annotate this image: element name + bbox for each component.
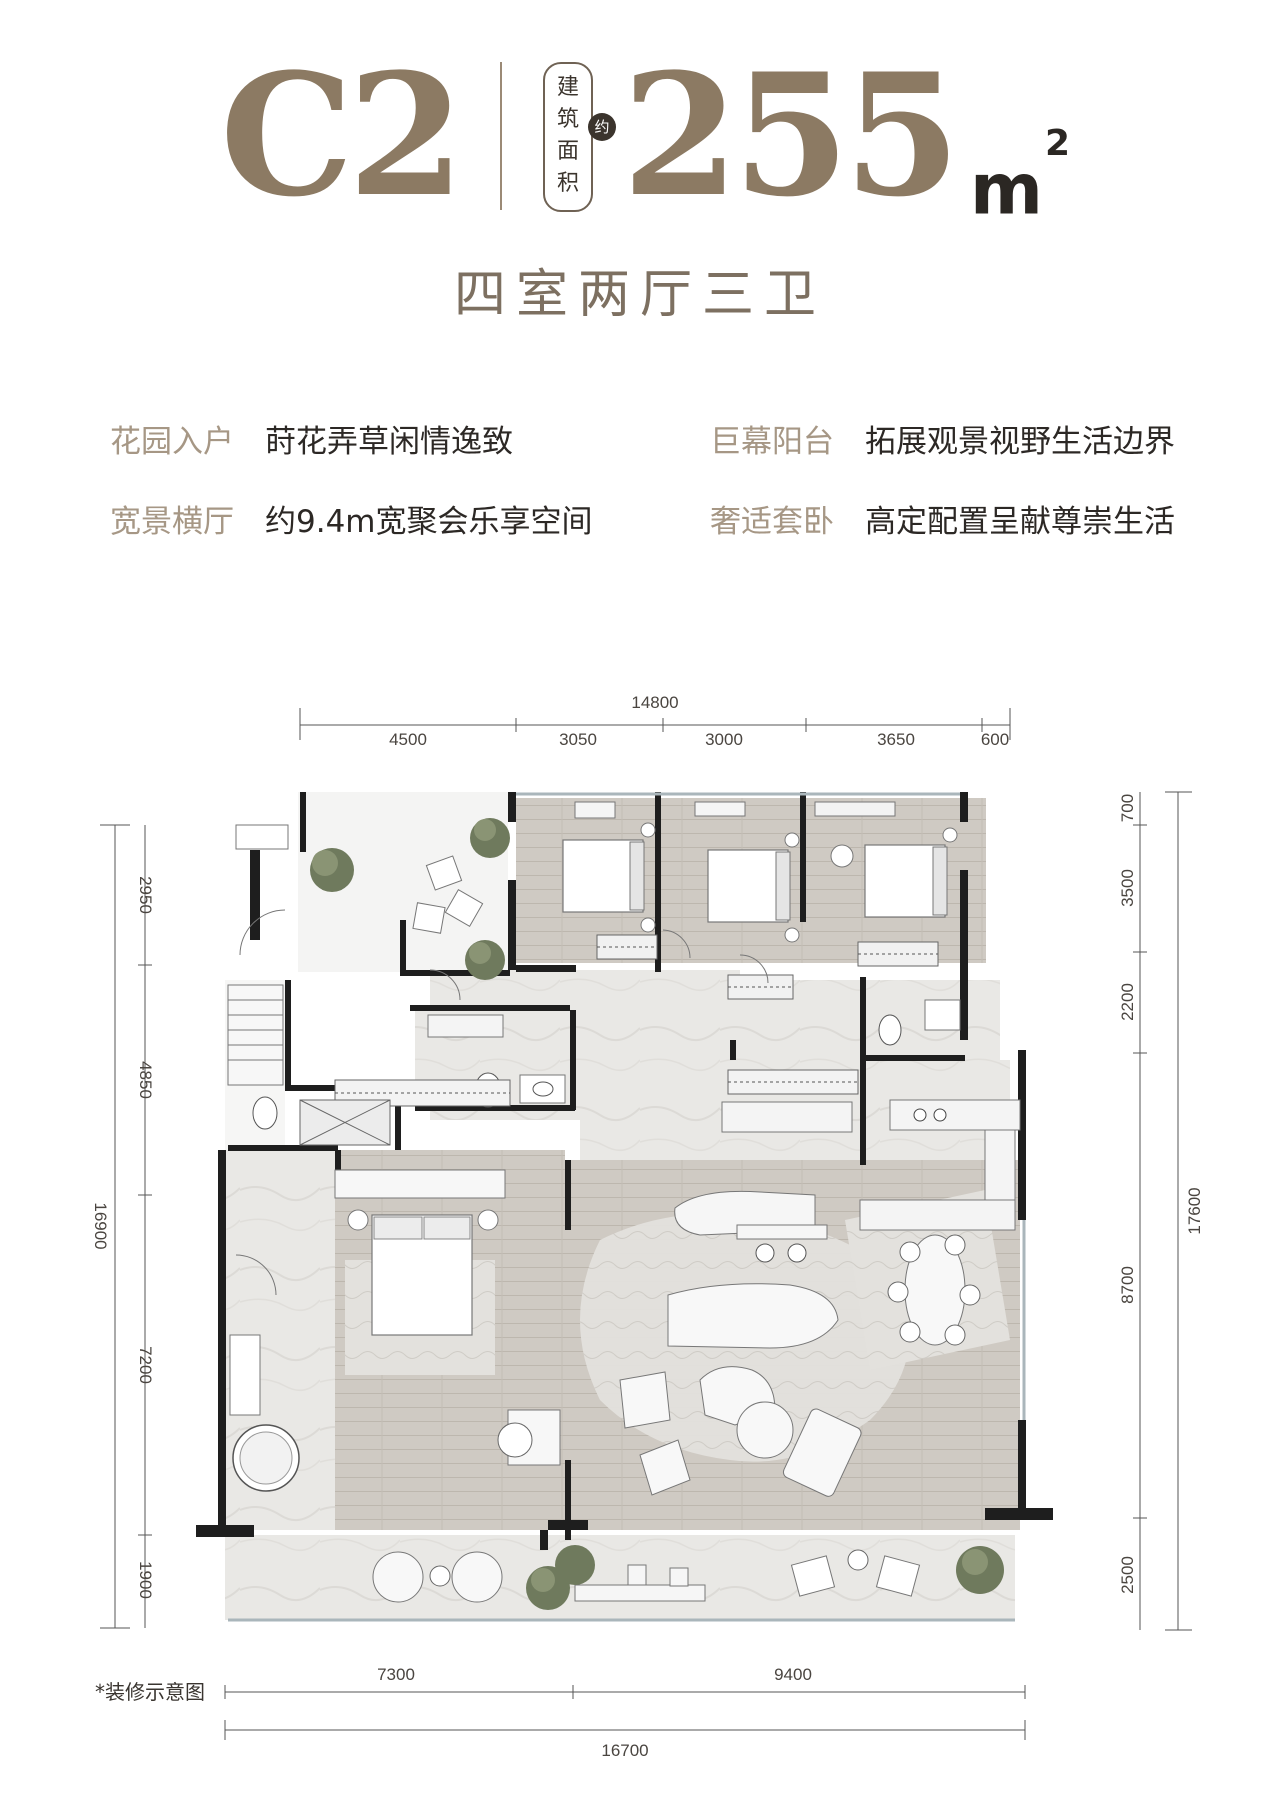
feature-desc: 莳花弄草闲情逸致	[265, 424, 513, 460]
feature-desc: 高定配置呈献尊崇生活	[865, 504, 1175, 540]
feature-desc: 拓展观景视野生活边界	[865, 424, 1175, 460]
doors	[235, 909, 769, 1296]
top-dimension	[299, 708, 1011, 740]
right-dim-segment: 2500	[1118, 1556, 1137, 1594]
left-dim-segment: 1900	[136, 1561, 155, 1599]
garden-entry	[235, 818, 510, 980]
bottom-total-dim: 16700	[601, 1741, 648, 1760]
bedroom-desk	[694, 801, 746, 817]
right-total-dim: 17600	[1185, 1187, 1204, 1234]
right-dim-segment: 2200	[1118, 983, 1137, 1021]
master-bedroom	[334, 1079, 561, 1466]
dining-area	[887, 1234, 981, 1346]
area-badge-text: 建 筑 面 积	[545, 72, 591, 200]
balcony	[372, 1545, 1004, 1610]
right-dim-segment: 8700	[1118, 1266, 1137, 1304]
area-badge: 建 筑 面 积	[543, 62, 593, 212]
left-dim-segment: 7200	[136, 1346, 155, 1384]
top-total-dim: 14800	[631, 693, 678, 712]
bedroom-2	[707, 832, 800, 1000]
floor-plan: 14800 4500 3050 3000 3650 600 16900 2950…	[0, 680, 1280, 1780]
bedroom-3	[814, 801, 958, 967]
area-badge-char: 面	[556, 139, 579, 164]
area-value: 255	[622, 36, 961, 234]
area-badge-char: 积	[556, 171, 579, 196]
feature-list: 花园入户 莳花弄草闲情逸致 巨幕阳台 拓展观景视野生活边界 宽景横厅 约9.4m…	[0, 420, 1280, 570]
kitchen	[674, 1099, 1021, 1263]
left-total-dim: 16900	[91, 1202, 110, 1249]
master-bathroom	[229, 1096, 300, 1492]
bottom-dim-segment: 7300	[377, 1665, 415, 1684]
windows	[228, 792, 1026, 1622]
header: C2 建 筑 面 积 约 255 m2	[0, 40, 1280, 240]
floor-plan-drawing: 14800 4500 3050 3000 3650 600 16900 2950…	[91, 693, 1204, 1760]
top-dim-segment: 3000	[705, 730, 743, 749]
top-dim-segment: 3050	[559, 730, 597, 749]
header-divider	[500, 62, 502, 210]
unit-code: C2	[220, 36, 465, 234]
feature-label: 巨幕阳台	[710, 424, 834, 460]
top-dim-segment: 600	[981, 730, 1009, 749]
bottom-dimension	[224, 1685, 1026, 1740]
approx-badge: 约	[588, 113, 616, 141]
right-dim-segment: 3500	[1118, 869, 1137, 907]
lift	[299, 1099, 391, 1146]
left-dimension	[100, 824, 152, 1629]
feature-label: 奢适套卧	[710, 504, 834, 540]
living-room	[619, 1283, 862, 1497]
left-dim-segment: 2950	[136, 876, 155, 914]
area-unit-base: m	[970, 148, 1043, 231]
wardrobe	[727, 1069, 859, 1095]
left-dim-segment: 4850	[136, 1061, 155, 1099]
top-dim-segment: 3650	[877, 730, 915, 749]
bedroom-desk	[574, 801, 616, 819]
right-dim-segment: 700	[1118, 794, 1137, 822]
walls	[196, 792, 1053, 1550]
area-badge-char: 建	[556, 75, 579, 100]
area-unit-sup: 2	[1044, 123, 1071, 164]
area-unit: m2	[970, 123, 1070, 231]
top-dim-segment: 4500	[389, 730, 427, 749]
bedroom-1	[562, 822, 658, 960]
feature-desc: 约9.4m宽聚会乐享空间	[265, 504, 593, 540]
area-badge-char: 筑	[556, 107, 579, 132]
right-dimension	[1133, 791, 1192, 1631]
bedroom-3-bath	[878, 999, 961, 1046]
feature-label: 宽景横厅	[110, 504, 234, 540]
bottom-dim-segment: 9400	[774, 1665, 812, 1684]
footnote: *装修示意图	[95, 1680, 205, 1704]
layout-type: 四室两厅三卫	[453, 265, 826, 325]
feature-label: 花园入户	[110, 424, 234, 460]
staircase	[227, 984, 284, 1086]
